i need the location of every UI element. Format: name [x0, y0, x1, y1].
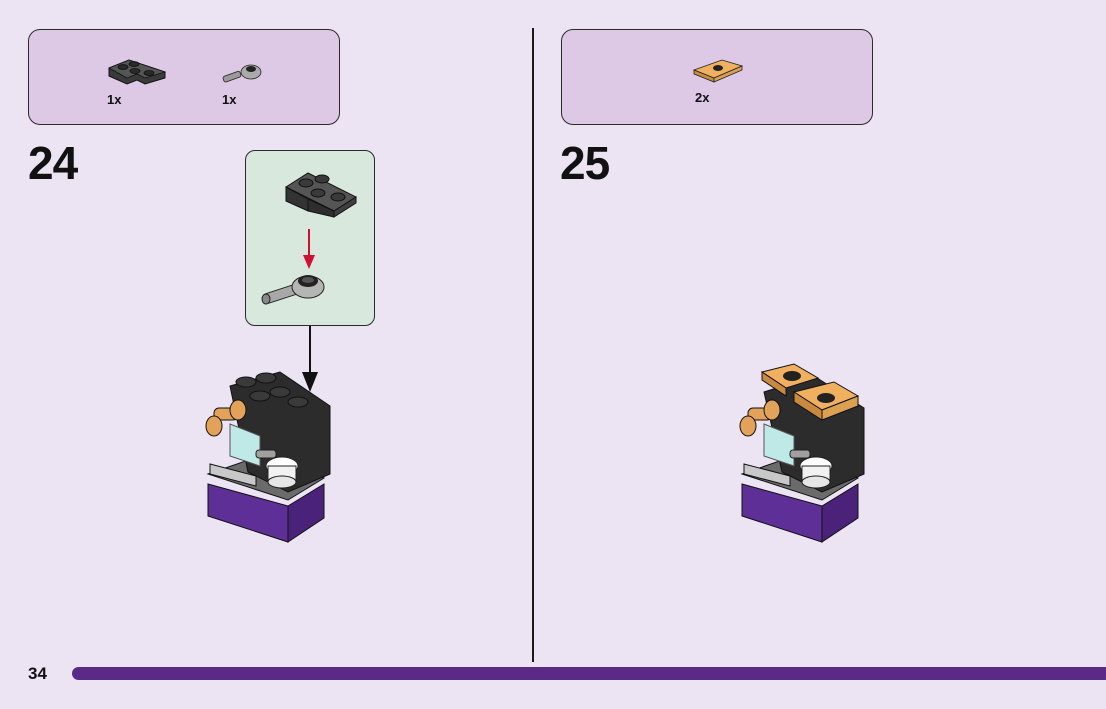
step-divider: [532, 28, 534, 662]
parts-list-step-24: 1x 1x: [28, 29, 340, 125]
step-number: 25: [560, 137, 610, 189]
tan-jumper-plate-icon: [692, 59, 744, 83]
callout-arrow-icon: [302, 326, 318, 392]
sub-assembly-callout-icon: [261, 172, 358, 305]
sub-assembly-callout: [245, 150, 375, 326]
parts-list-step-25: 2x: [561, 29, 873, 125]
step-number: 24: [28, 137, 78, 189]
part-qty: 2x: [695, 90, 710, 105]
dark-grey-corner-plate-icon: [108, 59, 167, 85]
coffee-machine-icon: [205, 371, 331, 543]
page-progress-bar: [72, 667, 1106, 680]
coffee-machine-with-tan-top-icon: [739, 363, 865, 543]
page-number: 34: [28, 664, 47, 683]
part-qty: 1x: [107, 92, 122, 107]
grey-plate-with-pin-icon: [222, 64, 262, 83]
part-qty: 1x: [222, 92, 237, 107]
